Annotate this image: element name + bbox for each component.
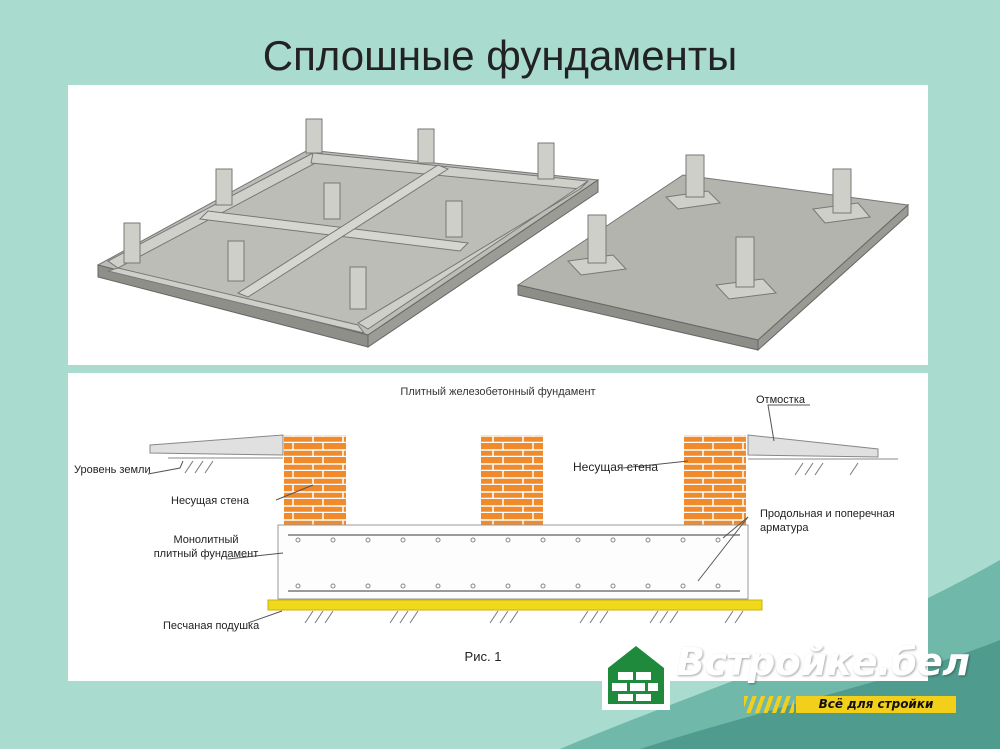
brand-tagline: Всё для стройки (796, 696, 956, 713)
ground-hatches (184, 460, 859, 624)
house-icon (602, 640, 670, 710)
label-wall-left: Несущая стена (171, 495, 250, 507)
label-sand-cushion: Песчаная подушка (163, 620, 260, 632)
cross-section-diagram: Плитный железобетонный фундамент (74, 386, 898, 664)
brick-wall-left (284, 435, 346, 525)
flat-slab-drawing (516, 154, 910, 352)
diagram-heading: Плитный железобетонный фундамент (400, 386, 595, 398)
brand-name: Встройке.бел (676, 640, 970, 684)
ribbed-slab-drawing (96, 118, 600, 348)
foundation-3d-panel (68, 85, 928, 365)
label-slab-line1: Монолитный (173, 534, 238, 546)
sand-cushion (267, 599, 763, 611)
brick-wall-right (684, 435, 746, 525)
slide-title: Сплошные фундаменты (262, 32, 738, 79)
label-otmostka: Отмостка (756, 394, 806, 406)
label-rebar-line2: арматура (760, 522, 809, 534)
brand-logo[interactable]: Встройке.бел Всё для стройки (598, 636, 970, 716)
otmostka-right (747, 434, 879, 458)
foundation-3d-illustration (96, 118, 910, 352)
rebar-dots (295, 537, 721, 589)
figure-caption: Рис. 1 (465, 649, 502, 664)
brick-wall-center (481, 435, 543, 525)
cross-section-panel: Плитный железобетонный фундамент (68, 373, 928, 681)
label-rebar-line1: Продольная и поперечная (760, 508, 895, 520)
label-ground-level: Уровень земли (74, 464, 151, 476)
label-slab-line2: плитный фундамент (154, 548, 259, 560)
label-wall-right: Несущая стена (573, 460, 658, 474)
monolithic-slab (277, 524, 749, 600)
leader-lines (147, 404, 810, 624)
brand-stripes (744, 696, 794, 713)
otmostka-left (149, 434, 284, 456)
